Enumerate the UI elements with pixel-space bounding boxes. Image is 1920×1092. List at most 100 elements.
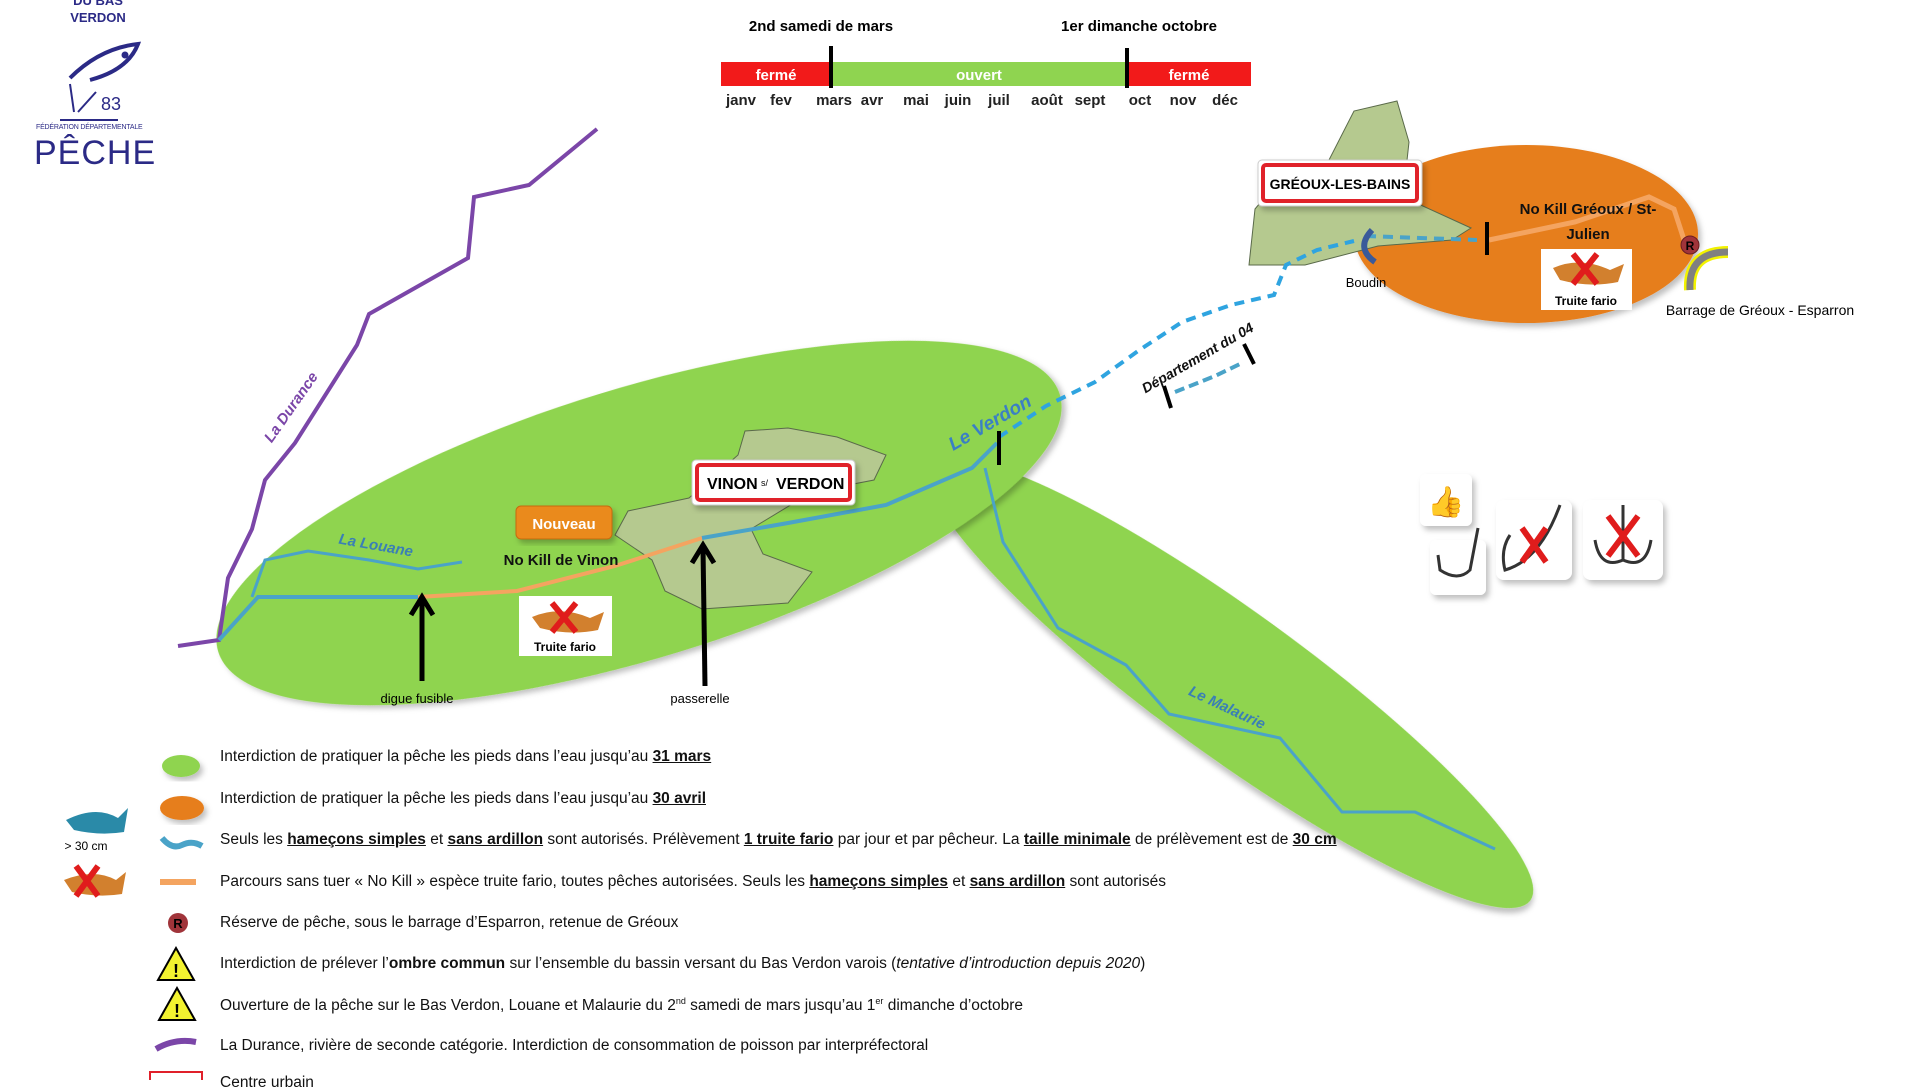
verdon-river — [217, 595, 418, 642]
malaurie-river — [983, 467, 1496, 851]
legend-text: La Durance, rivière de seconde catégorie… — [220, 1037, 929, 1054]
no-kill-greoux-label: Julien — [1566, 226, 1609, 243]
vinon-sign-text: VERDON — [776, 476, 844, 493]
trout-size-label: > 30 cm — [64, 839, 107, 853]
legend-river-icon — [159, 835, 204, 850]
vinon-sign-text: s/ — [761, 478, 769, 488]
legend-text: Réserve de pêche, sous le barrage d’Espa… — [220, 914, 679, 931]
legend-item: Interdiction de prélever l’ombre commun … — [220, 955, 1145, 973]
legend-item: Parcours sans tuer « No Kill » espèce tr… — [220, 873, 1166, 891]
month-label: janv — [725, 92, 757, 109]
legend-italic: tentative d’introduction depuis 2020 — [896, 955, 1141, 972]
passerelle-arrow-icon — [689, 540, 717, 687]
legend-emphasis: 30 avril — [652, 790, 706, 807]
legend-text: ) — [1140, 955, 1146, 972]
legend-text: Parcours sans tuer « No Kill » espèce tr… — [220, 873, 810, 890]
durance-label: La Durance — [261, 369, 322, 446]
verdon-dept-04-stretch — [997, 239, 1355, 439]
malaurie-zone — [928, 457, 1534, 909]
legend-emphasis: hameçons simples — [809, 873, 949, 890]
segment-label: ouvert — [956, 67, 1002, 84]
month-label: nov — [1170, 92, 1197, 109]
single-hook-allowed-icon: 👍 — [1420, 474, 1486, 595]
legend-reserve-icon: R — [168, 913, 188, 933]
legend-green-zone-icon — [162, 755, 200, 777]
month-label: sept — [1075, 92, 1106, 109]
legend-item: Interdiction de pratiquer la pêche les p… — [220, 790, 706, 808]
no-trout-kill-icon — [519, 596, 612, 656]
legend-town-sign-icon — [149, 1071, 203, 1080]
legend-warning-icon: ! — [157, 985, 197, 1021]
boundary-marker — [1242, 343, 1256, 365]
boudin-weir-icon — [1361, 227, 1377, 265]
logo-federation: FÉDÉRATION DÉPARTEMENTALE — [36, 124, 143, 131]
month-label: déc — [1212, 92, 1238, 109]
month-label: mars — [816, 92, 852, 109]
truite-fario-label: Truite fario — [1555, 294, 1617, 308]
svg-text:R: R — [173, 916, 183, 931]
legend-text: Interdiction de pratiquer la pêche les p… — [220, 790, 653, 807]
no-kill-vinon-label: No Kill de Vinon — [504, 552, 619, 569]
verdon-river — [701, 441, 999, 540]
legend-text: et — [425, 831, 448, 848]
legend-emphasis: sans ardillon — [447, 831, 544, 848]
legend-superscript: er — [875, 996, 884, 1006]
segment-label: fermé — [756, 67, 797, 84]
legend-text: dimanche d’octobre — [883, 997, 1023, 1015]
nouveau-badge-label: Nouveau — [532, 516, 595, 533]
no-kill-vinon-stretch — [417, 536, 703, 599]
logo-peche: PÊCHE — [34, 134, 157, 172]
legend-emphasis: taille minimale — [1023, 831, 1131, 848]
no-kill-greoux-stretch — [1488, 194, 1689, 247]
reserve-icon: R — [1680, 235, 1700, 255]
no-kill-greoux-label: No Kill Gréoux / St- — [1520, 201, 1657, 218]
louane-river — [250, 549, 463, 598]
passerelle-label: passerelle — [670, 691, 729, 706]
month-label: mai — [903, 92, 929, 109]
vinon-town-sign — [691, 459, 856, 506]
legend-emphasis: sans ardillon — [969, 873, 1066, 890]
durance-river — [177, 127, 599, 648]
greoux-town-sign — [1257, 159, 1423, 207]
svg-text:!: ! — [174, 1001, 180, 1021]
legend-item: Seuls les hameçons simples et sans ardil… — [220, 831, 1337, 849]
dept-04-legend-line — [1174, 362, 1241, 394]
nouveau-badge — [515, 505, 613, 540]
barbed-hook-forbidden-icon — [1496, 500, 1572, 580]
closed-segment — [1127, 62, 1251, 86]
open-segment — [831, 62, 1127, 86]
vinon-sign-text: VINON — [707, 476, 758, 493]
legend-no-kill-icon — [160, 879, 196, 885]
legend-emphasis: 1 truite fario — [743, 831, 834, 848]
month-label: juil — [987, 92, 1010, 109]
legend-text: sont autorisés. Prélèvement — [543, 831, 744, 848]
no-trout-kill-icon — [1541, 249, 1632, 310]
month-label: fev — [770, 92, 792, 109]
legend-durance-icon — [154, 1037, 197, 1052]
logo-number: 83 — [101, 94, 121, 114]
verdon-river — [1365, 234, 1478, 242]
month-label: août — [1031, 92, 1063, 109]
legend-item: Interdiction de pratiquer la pêche les p… — [220, 748, 711, 766]
logo-title: DU BAS VERDON — [70, 0, 126, 25]
barrage-label: Barrage de Gréoux - Esparron — [1666, 302, 1854, 318]
trout-size-icon — [66, 808, 128, 834]
legend-orange-zone-icon — [160, 796, 204, 820]
no-trout-kill-legend-icon — [64, 864, 126, 898]
opening-date-label: 2nd samedi de mars — [749, 18, 893, 35]
legend-item: La Durance, rivière de seconde catégorie… — [220, 1037, 928, 1055]
opening-marker — [829, 46, 833, 88]
boundary-marker — [1162, 385, 1173, 409]
legend-text: Interdiction de prélever l’ — [220, 955, 389, 972]
legend-text: Interdiction de pratiquer la pêche les p… — [220, 748, 653, 765]
svg-text:👍: 👍 — [1427, 484, 1464, 519]
legend-warning-icon: ! — [156, 945, 196, 981]
month-label: avr — [861, 92, 884, 109]
segment-label: fermé — [1169, 67, 1210, 84]
legend-emphasis: ombre commun — [388, 955, 506, 972]
truite-fario-label: Truite fario — [534, 640, 596, 654]
legend-item: Ouverture de la pêche sur le Bas Verdon,… — [220, 996, 1023, 1015]
legend-text: par jour et par pêcheur. La — [833, 831, 1024, 848]
digue-label: digue fusible — [381, 691, 454, 706]
legend-text: Centre urbain — [220, 1074, 314, 1091]
